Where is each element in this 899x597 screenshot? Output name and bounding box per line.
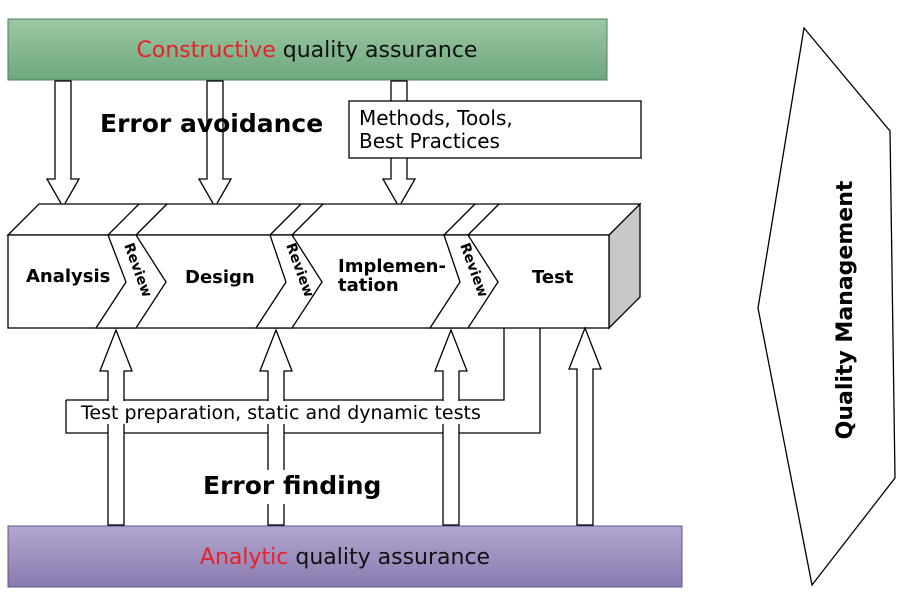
quality-management-shape — [757, 26, 896, 587]
analytic-qa-label: Analytic quality assurance — [200, 545, 490, 570]
phase-analysis: Analysis — [26, 266, 110, 287]
phase-test: Test — [532, 267, 574, 288]
analytic-qa-banner — [7, 525, 683, 588]
test-prep-bracket-b — [65, 328, 541, 434]
phase-design: Design — [185, 267, 255, 288]
constructive-qa-label: Constructive quality assurance — [137, 38, 478, 63]
methods-line2: Best Practices — [359, 129, 500, 153]
error-avoidance-label: Error avoidance — [100, 109, 323, 138]
up-arrow-test — [568, 326, 602, 526]
up-arrow-analysis — [99, 328, 133, 526]
methods-tools-box — [348, 100, 642, 159]
test-prep-bracket-a — [66, 328, 505, 401]
down-arrow-analysis — [45, 80, 81, 209]
up-arrow-implementation — [434, 328, 468, 526]
phase-implementation-1: Implemen- — [338, 256, 446, 277]
quality-management-label: Quality Management — [833, 180, 858, 439]
phase-implementation-2: tation — [338, 275, 399, 296]
test-preparation-label: Test preparation, static and dynamic tes… — [80, 402, 481, 424]
error-finding-label: Error finding — [203, 471, 381, 500]
methods-line1: Methods, Tools, — [359, 106, 513, 130]
constructive-qa-banner — [7, 18, 608, 81]
process-box-top — [6, 203, 642, 236]
